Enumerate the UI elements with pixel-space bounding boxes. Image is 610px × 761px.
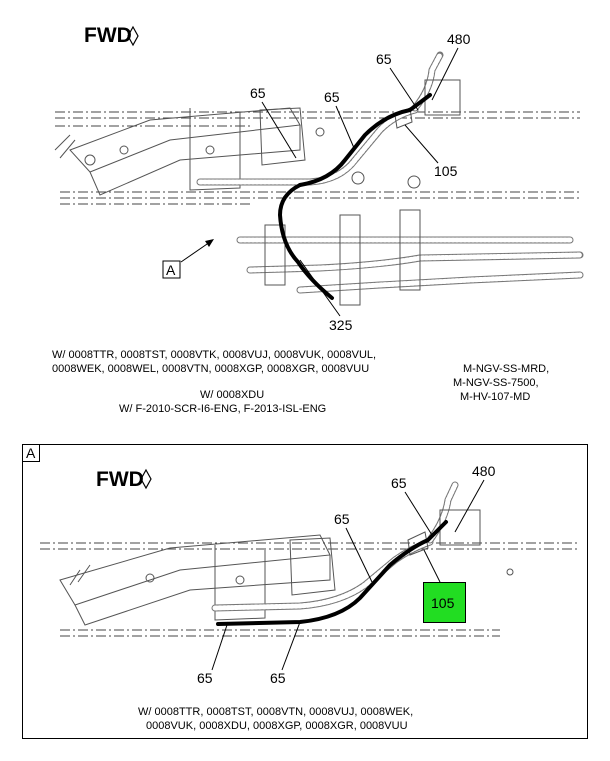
leader-105 xyxy=(404,124,439,164)
view-marker-leader xyxy=(180,241,211,263)
callout-105: 105 xyxy=(434,163,458,179)
harness-65 xyxy=(298,93,432,187)
frame-rails xyxy=(55,111,580,205)
detail-leader-65-c xyxy=(211,621,229,671)
caption-left-line-4: W/ F-2010-SCR-I6-ENG, F-2013-ISL-ENG xyxy=(119,403,326,415)
top-view: FWD xyxy=(52,24,584,415)
caption-left-line-3: W/ 0008XDU xyxy=(200,389,264,401)
callout-65-b: 65 xyxy=(250,85,266,101)
clamps-top xyxy=(264,79,461,306)
caption-right-line-3: M-HV-107-MD xyxy=(460,391,530,403)
leader-65-b xyxy=(261,101,297,159)
detail-hose-lower xyxy=(211,538,434,612)
detail-frame-rails xyxy=(40,542,580,637)
detail-frame xyxy=(22,444,588,739)
callout-480: 480 xyxy=(447,31,471,47)
detail-leader-105 xyxy=(423,549,441,583)
caption-left-line-2: 0008WEK, 0008WEL, 0008VTN, 0008XGP, 0008… xyxy=(52,363,369,375)
detail-callout-480: 480 xyxy=(472,463,496,479)
detail-leader-65-d xyxy=(281,621,301,671)
detail-leader-480 xyxy=(454,479,485,533)
caption-right-line-2: M-NGV-SS-7500, xyxy=(453,377,539,389)
detail-harness xyxy=(216,520,448,626)
view-marker-box xyxy=(162,260,181,279)
detail-view-a: A FWD xyxy=(22,444,588,739)
detail-fwd-arrow-icon xyxy=(140,468,152,490)
fwd-arrow-icon xyxy=(127,25,139,47)
leader-325 xyxy=(299,259,341,317)
detail-leader-65-b xyxy=(345,527,373,583)
callout-325: 325 xyxy=(329,317,353,333)
leader-65-c xyxy=(335,105,355,149)
detail-callout-65-d: 65 xyxy=(270,670,286,686)
callout-65-a: 65 xyxy=(376,51,392,67)
harness-325 xyxy=(277,183,334,300)
crossmember-bracket xyxy=(54,107,421,196)
highlight-105-box xyxy=(423,582,466,623)
detail-leader-65-a xyxy=(404,491,433,536)
fwd-label: FWD xyxy=(84,24,132,47)
detail-fwd-label: FWD xyxy=(96,468,144,491)
detail-frame-label-box xyxy=(22,444,40,462)
caption-left-line-1: W/ 0008TTR, 0008TST, 0008VTK, 0008VUJ, 0… xyxy=(52,349,376,361)
leader-480 xyxy=(431,47,459,101)
detail-callout-65-a: 65 xyxy=(391,475,407,491)
caption-right-line-1: M-NGV-SS-MRD, xyxy=(463,363,549,375)
leader-65-a xyxy=(389,67,419,111)
highlight-105-label: 105 xyxy=(431,595,455,611)
detail-callout-65-c: 65 xyxy=(197,670,213,686)
detail-frame-label: A xyxy=(26,445,36,461)
detail-callout-65-b: 65 xyxy=(334,511,350,527)
detail-caption-line-2: 0008VUK, 0008XDU, 0008XGP, 0008XGR, 0008… xyxy=(146,720,408,732)
detail-caption-line-1: W/ 0008TTR, 0008TST, 0008VTN, 0008VUJ, 0… xyxy=(138,706,413,718)
detail-crossmember-bracket xyxy=(59,534,336,626)
view-marker-label: A xyxy=(166,262,176,278)
callout-65-c: 65 xyxy=(324,89,340,105)
view-marker-arrow-icon xyxy=(205,239,214,247)
